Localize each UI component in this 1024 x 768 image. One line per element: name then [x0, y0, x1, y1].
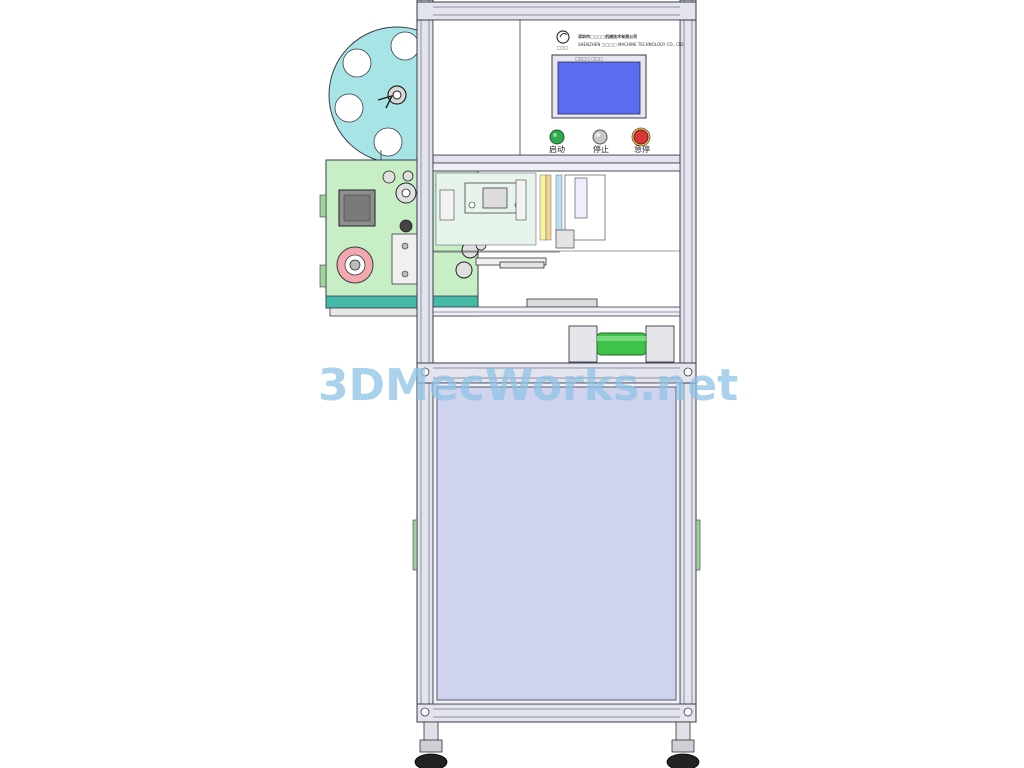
logo-text: □□□ — [557, 45, 569, 50]
labeling-mechanism — [432, 170, 681, 317]
hmi-touch-screen[interactable]: □□□□ □□□ — [551, 54, 647, 119]
cabinet-door — [432, 382, 681, 705]
control-panel: □□□ 深圳市□□□□机械技术有限公司 SHENZHEN □□□□ MACHIN… — [432, 19, 683, 156]
emergency-stop-button[interactable]: 急停 — [631, 127, 651, 154]
hmi-header: □□□□ □□□ — [575, 56, 603, 61]
aluminum-frame — [412, 0, 701, 723]
company-name-en: SHENZHEN □□□□ MACHINE TECHNOLOGY CO., LT… — [578, 42, 683, 47]
start-button[interactable]: 启动 — [549, 129, 565, 154]
leveling-feet — [414, 721, 700, 768]
emergency-stop-button-label: 急停 — [634, 144, 650, 154]
stop-button[interactable]: 停止 — [592, 129, 609, 154]
company-name-cn: 深圳市□□□□机械技术有限公司 — [578, 33, 637, 39]
company-logo-icon — [556, 30, 570, 44]
start-button-label: 启动 — [549, 144, 565, 154]
stop-button-label: 停止 — [593, 144, 609, 154]
watermark: 3DMecWorks.net — [318, 360, 738, 411]
feed-roller — [568, 325, 675, 363]
